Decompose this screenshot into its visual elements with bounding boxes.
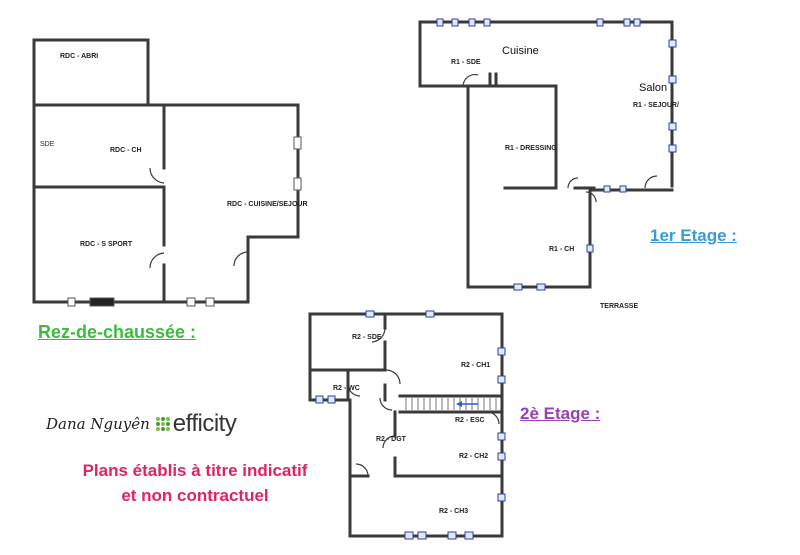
plan-rdc: RDC - ABRI SDE RDC - CH RDC - S SPORT RD…: [32, 38, 308, 307]
room-r1-terrasse: TERRASSE: [600, 303, 638, 310]
staircase: [405, 398, 497, 410]
brand-logo: Dana Nguyên efficity: [46, 410, 237, 438]
brand-dot: [155, 422, 160, 426]
room-rdc-sde: SDE: [40, 141, 55, 148]
room-rdc-ch: RDC - CH: [110, 147, 142, 154]
brand-dot: [165, 422, 170, 426]
room-rdc-cuisine-sejour: RDC - CUISINE/SEJOUR: [227, 201, 308, 208]
brand-dot: [155, 417, 160, 421]
brand-person-name: Dana Nguyên: [46, 415, 150, 433]
disclaimer-line-1: Plans établis à titre indicatif: [82, 461, 308, 480]
heading-2e-etage: 2è Etage :: [520, 404, 601, 423]
brand-company-name: efficity: [172, 410, 237, 437]
room-r1-sejour: R1 - SEJOUR/: [633, 102, 679, 109]
room-r1-ch: R1 - CH: [549, 246, 574, 253]
brand-dot: [165, 417, 170, 421]
room-r2-wc: R2 - WC: [333, 385, 360, 392]
efficity-dots-icon: [155, 417, 170, 431]
room-r2-ch3: R2 - CH3: [439, 508, 468, 515]
room-r2-ch2: R2 - CH2: [459, 453, 488, 460]
room-r1-salon: Salon: [639, 82, 667, 94]
brand-dot: [160, 422, 165, 426]
heading-1er-etage: 1er Etage :: [650, 226, 737, 245]
brand-dot: [160, 417, 165, 421]
disclaimer-line-2: et non contractuel: [121, 486, 269, 505]
room-rdc-abri: RDC - ABRI: [60, 53, 98, 60]
room-r1-dressing: R1 - DRESSING: [505, 145, 557, 152]
room-r2-esc: R2 - ESC: [455, 417, 485, 424]
disclaimer: Plans établis à titre indicatif et non c…: [40, 458, 350, 508]
heading-rez-de-chaussee: Rez-de-chaussée :: [38, 322, 197, 342]
brand-dot: [155, 427, 160, 431]
plan-r1: R1 - SDE Cuisine Salon R1 - SEJOUR/ R1 -…: [418, 18, 679, 310]
room-r2-sde: R2 - SDE: [352, 334, 382, 341]
brand-dot: [160, 427, 165, 431]
plan-r2: R2 - SDE R2 - CH1 R2 - WC R2 - ESC R2 - …: [308, 310, 506, 540]
room-r2-ch1: R2 - CH1: [461, 362, 490, 369]
brand-dot: [165, 427, 170, 431]
room-r1-sde: R1 - SDE: [451, 59, 481, 66]
room-rdc-sport: RDC - S SPORT: [80, 241, 133, 248]
room-r2-dgt: R2 - DGT: [376, 436, 407, 443]
room-r1-cuisine: Cuisine: [502, 45, 539, 57]
